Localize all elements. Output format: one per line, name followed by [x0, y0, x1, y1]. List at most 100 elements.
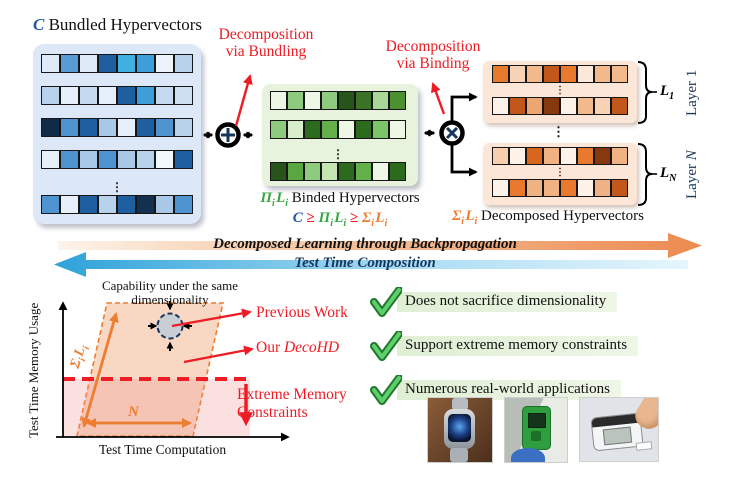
- hypervector-cell: [594, 179, 611, 197]
- smartwatch-photo: [427, 397, 493, 463]
- hypervector-cell: [526, 65, 543, 83]
- hypervector-cell: [509, 179, 526, 197]
- handheld-device: [522, 406, 551, 450]
- hypervector-cell: [79, 118, 98, 137]
- hypervector-cell: [287, 162, 304, 181]
- hypervector-cell: [41, 150, 60, 169]
- hypervector-cell: [492, 97, 509, 115]
- pi-li-symbol: Πi Li: [260, 190, 289, 209]
- hypervector-cell: [526, 97, 543, 115]
- bundled-matrix: ⋮: [41, 54, 201, 214]
- hypervector-cell: [492, 179, 509, 197]
- layer1-matrix: ⋮: [492, 65, 637, 115]
- hypervector-cell: [136, 118, 155, 137]
- hypervector-cell: [136, 195, 155, 214]
- bundling-note: Decomposition via Bundling: [218, 26, 314, 60]
- hypervector-cell: [117, 150, 136, 169]
- meter-screen: [602, 426, 633, 446]
- hypervector-cell: [492, 65, 509, 83]
- hypervector-cell: [98, 150, 117, 169]
- blue-glove: [511, 448, 545, 462]
- checkmark-icon: [370, 287, 402, 317]
- hypervector-cell: [155, 195, 174, 214]
- hypervector-cell: [98, 86, 117, 105]
- hypervector-cell: [577, 97, 594, 115]
- hypervector-cell: [41, 195, 60, 214]
- hypervector-cell: [321, 91, 338, 110]
- hypervector-cell: [60, 195, 79, 214]
- hypervector-cell: [155, 150, 174, 169]
- ellipsis-dots: ⋮: [555, 167, 565, 178]
- hypervector-row: [41, 54, 201, 73]
- binded-label: Πi Li Binded Hypervectors: [260, 190, 420, 209]
- hypervector-row: [492, 179, 637, 197]
- hypervector-row: [270, 91, 418, 110]
- checkmark-icon: [370, 331, 402, 361]
- hypervector-row: [270, 120, 418, 139]
- hypervector-cell: [543, 179, 560, 197]
- hypervector-cell: [155, 118, 174, 137]
- device-button: [531, 431, 541, 441]
- capacity-inequality: C ≥ Πi Li ≥ Σi Li: [292, 210, 388, 229]
- portable-detector-photo: [504, 397, 568, 463]
- hypervector-cell: [577, 147, 594, 165]
- hypervector-cell: [543, 97, 560, 115]
- hypervector-cell: [611, 65, 628, 83]
- checkmark-icon: [370, 375, 402, 405]
- hypervector-cell: [372, 162, 389, 181]
- between-layers-dots: ⋮: [552, 124, 565, 139]
- application-photos: [427, 397, 659, 463]
- hypervector-cell: [492, 147, 509, 165]
- sigma-extent-arrow: [81, 312, 119, 428]
- hypervector-cell: [526, 147, 543, 165]
- our-decohd-pointer: [183, 345, 254, 364]
- hypervector-row: [492, 147, 637, 165]
- glucose-meter-photo: [579, 397, 659, 462]
- hypervector-row: [492, 97, 637, 115]
- hypervector-cell: [338, 120, 355, 139]
- hypervector-cell: [41, 86, 60, 105]
- hypervector-cell: [389, 162, 406, 181]
- hypervector-row: [41, 150, 201, 169]
- layerN-panel: ⋮: [483, 143, 637, 205]
- binding-operator-icon: [423, 92, 478, 177]
- hypervector-cell: [338, 91, 355, 110]
- hypervector-cell: [355, 91, 372, 110]
- bundling-operator-icon: [202, 122, 254, 148]
- hypervector-cell: [117, 86, 136, 105]
- hypervector-cell: [509, 65, 526, 83]
- chart-title: Capability under the same dimensionality: [101, 278, 239, 307]
- watch-screen: [448, 414, 471, 442]
- hypervector-cell: [509, 97, 526, 115]
- hypervector-cell: [60, 54, 79, 73]
- binding-note-arrow: [431, 82, 446, 115]
- sigma-li-symbol: Σi Li: [452, 208, 478, 227]
- hypervector-cell: [270, 91, 287, 110]
- hypervector-cell: [117, 54, 136, 73]
- hypervector-cell: [79, 150, 98, 169]
- hypervector-cell: [270, 120, 287, 139]
- watch-body: [444, 409, 475, 449]
- binding-note: Decomposition via Binding: [385, 38, 481, 72]
- hypervector-row: [492, 65, 637, 83]
- hypervector-cell: [611, 97, 628, 115]
- check-item-label: Does not sacrifice dimensionality: [397, 292, 618, 312]
- hypervector-cell: [389, 91, 406, 110]
- ellipsis-dots: ⋮: [332, 147, 344, 161]
- hypervector-row: [41, 195, 201, 214]
- hypervector-cell: [136, 54, 155, 73]
- list-item: Numerous real-world applications: [370, 375, 638, 405]
- hypervector-cell: [98, 195, 117, 214]
- n-extent-label: N: [128, 404, 139, 420]
- hypervector-cell: [355, 162, 372, 181]
- ellipsis-dots: ⋮: [555, 85, 565, 96]
- hypervector-cell: [79, 86, 98, 105]
- composition-caption: Test Time Composition: [294, 255, 436, 271]
- hypervector-cell: [543, 65, 560, 83]
- hypervector-cell: [174, 118, 193, 137]
- hypervector-cell: [41, 118, 60, 137]
- meter-top-band: [591, 413, 641, 428]
- ellipsis-dots: ⋮: [111, 180, 123, 194]
- hypervector-cell: [155, 54, 174, 73]
- hypervector-cell: [594, 147, 611, 165]
